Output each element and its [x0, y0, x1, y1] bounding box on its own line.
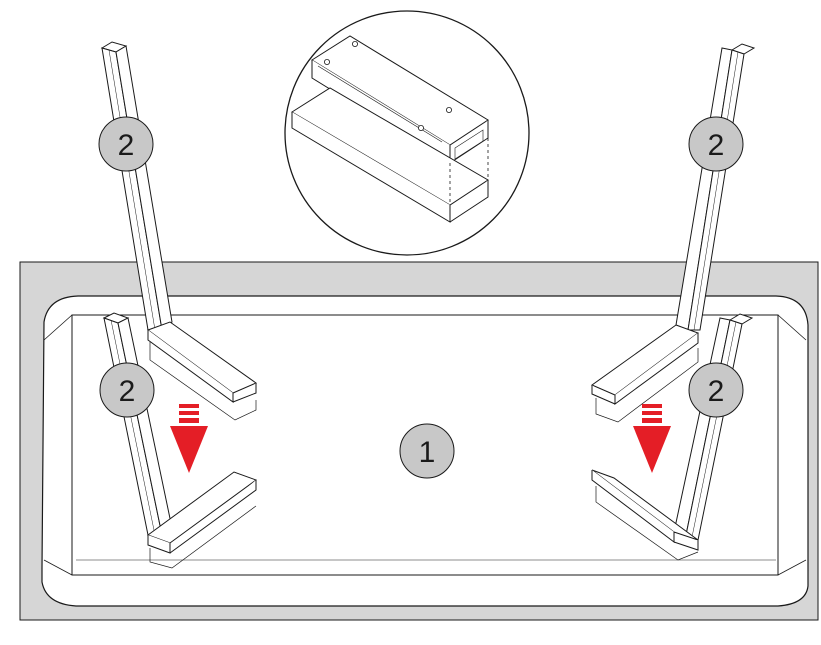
callout-leg-top-right: 2: [688, 116, 744, 172]
callout-label: 2: [118, 129, 135, 162]
callout-label: 1: [419, 436, 436, 469]
arrow-left: [170, 404, 208, 473]
callout-label: 2: [708, 129, 725, 162]
callout-label: 2: [708, 375, 725, 408]
detail-view: [284, 10, 530, 256]
callout-leg-top-left: 2: [98, 116, 154, 172]
arrow-right: [633, 404, 671, 473]
callout-leg-mid-left: 2: [99, 362, 155, 418]
callout-tabletop: 1: [399, 423, 455, 479]
callout-label: 2: [119, 375, 136, 408]
callout-leg-mid-right: 2: [688, 362, 744, 418]
